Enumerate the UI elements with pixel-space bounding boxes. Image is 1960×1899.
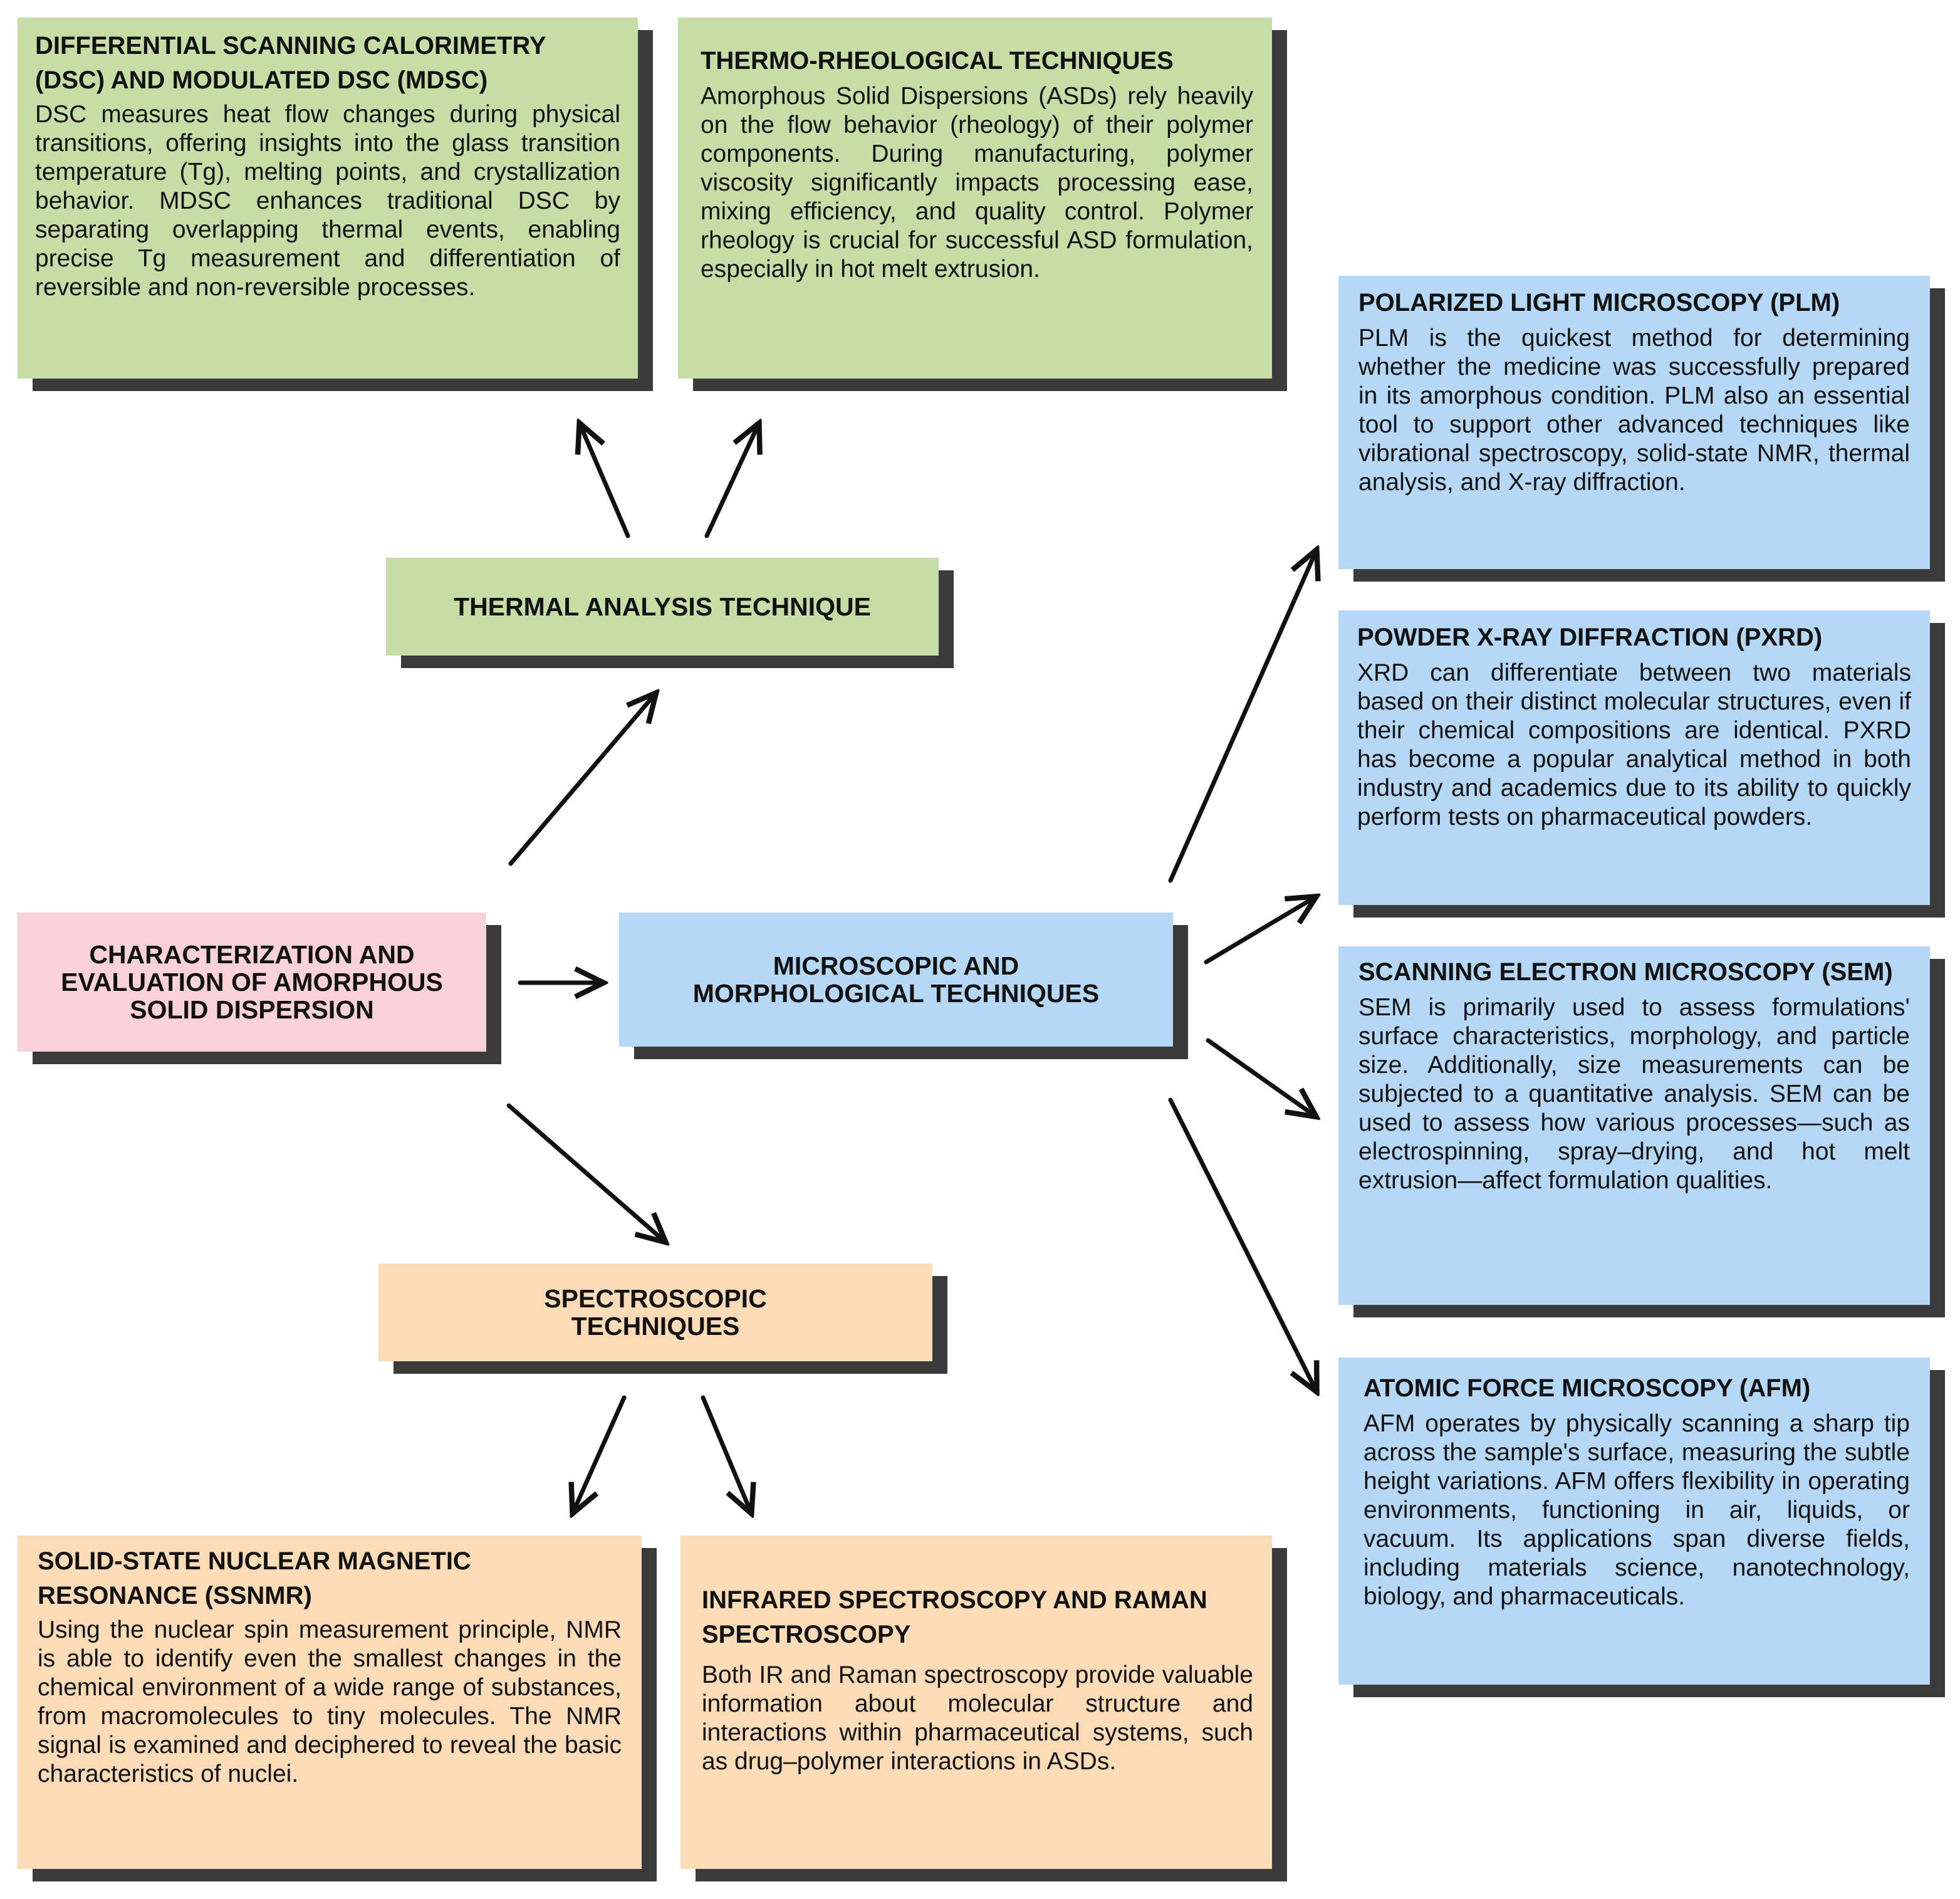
spectroscopic-category-title: SPECTROSCOPIC TECHNIQUES — [544, 1284, 767, 1341]
dsc-card: DIFFERENTIAL SCANNING CALORIMETRY (DSC) … — [18, 18, 638, 379]
ir-raman-title: INFRARED SPECTROSCOPY AND RAMAN SPECTROS… — [702, 1586, 1207, 1648]
thermal-category-box: THERMAL ANALYSIS TECHNIQUE — [386, 558, 939, 656]
ssnmr-card: SOLID-STATE NUCLEAR MAGNETIC RESONANCE (… — [18, 1535, 642, 1869]
rheo-title: THERMO-RHEOLOGICAL TECHNIQUES — [701, 47, 1174, 75]
center-main-box: CHARACTERIZATION AND EVALUATION OF AMORP… — [18, 913, 486, 1052]
sem-card: SCANNING ELECTRON MICROSCOPY (SEM) SEM i… — [1338, 946, 1930, 1305]
ssnmr-title: SOLID-STATE NUCLEAR MAGNETIC RESONANCE (… — [38, 1547, 471, 1609]
arrow-center-to-spectroscopic — [506, 1103, 664, 1241]
sem-body: SEM is primarily used to assess formulat… — [1358, 994, 1910, 1194]
rheo-body: Amorphous Solid Dispersions (ASDs) rely … — [701, 83, 1253, 283]
center-main-title: CHARACTERIZATION AND EVALUATION OF AMORP… — [61, 940, 443, 1024]
microscopic-category-title: MICROSCOPIC AND MORPHOLOGICAL TECHNIQUES — [692, 951, 1100, 1008]
sem-title: SCANNING ELECTRON MICROSCOPY (SEM) — [1358, 958, 1893, 986]
afm-title: ATOMIC FORCE MICROSCOPY (AFM) — [1363, 1374, 1811, 1402]
pxrd-body: XRD can differentiate between two materi… — [1357, 659, 1911, 830]
microscopic-category-box: MICROSCOPIC AND MORPHOLOGICAL TECHNIQUES — [619, 913, 1173, 1047]
arrow-micro-to-afm — [1168, 1097, 1316, 1390]
arrow-thermal-to-dsc — [580, 425, 630, 538]
ssnmr-body: Using the nuclear spin measurement princ… — [38, 1616, 622, 1787]
arrow-spectro-to-ssnmr — [573, 1395, 627, 1512]
plm-body: PLM is the quickest method for determini… — [1358, 325, 1910, 496]
arrow-micro-to-sem — [1206, 1038, 1315, 1116]
ir-raman-card: INFRARED SPECTROSCOPY AND RAMAN SPECTROS… — [680, 1535, 1272, 1869]
afm-body: AFM operates by physically scanning a sh… — [1363, 1410, 1910, 1610]
rheo-card: THERMO-RHEOLOGICAL TECHNIQUES Amorphous … — [678, 18, 1272, 379]
arrow-micro-to-plm — [1168, 552, 1316, 883]
thermal-category-title: THERMAL ANALYSIS TECHNIQUE — [454, 592, 871, 621]
arrow-center-to-thermal — [508, 694, 655, 866]
pxrd-title: POWDER X-RAY DIFFRACTION (PXRD) — [1357, 624, 1823, 651]
afm-card: ATOMIC FORCE MICROSCOPY (AFM) AFM operat… — [1338, 1358, 1930, 1685]
dsc-title: DIFFERENTIAL SCANNING CALORIMETRY (DSC) … — [35, 32, 546, 94]
spectroscopic-category-box: SPECTROSCOPIC TECHNIQUES — [378, 1263, 932, 1361]
dsc-body: DSC measures heat flow changes during ph… — [35, 101, 620, 301]
arrow-spectro-to-ir — [701, 1395, 751, 1512]
plm-card: POLARIZED LIGHT MICROSCOPY (PLM) PLM is … — [1338, 276, 1930, 569]
arrow-thermal-to-rheo — [704, 425, 758, 538]
pxrd-card: POWDER X-RAY DIFFRACTION (PXRD) XRD can … — [1338, 610, 1930, 905]
ir-raman-body: Both IR and Raman spectroscopy provide v… — [702, 1661, 1253, 1775]
plm-title: POLARIZED LIGHT MICROSCOPY (PLM) — [1358, 289, 1840, 316]
arrow-micro-to-pxrd — [1204, 897, 1315, 965]
